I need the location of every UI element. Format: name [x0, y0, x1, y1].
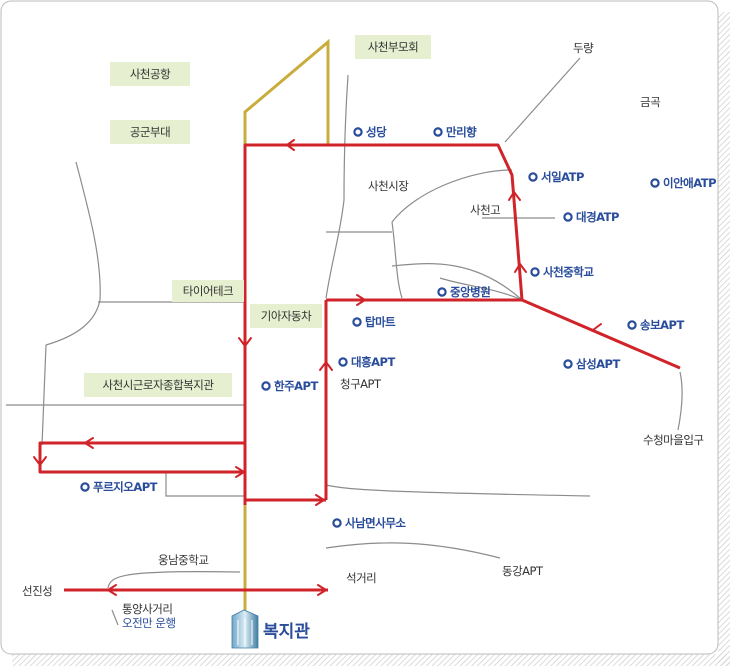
bus-route — [38, 143, 681, 592]
arrow-up-icon — [514, 263, 527, 273]
label-duryang: 두량 — [573, 41, 594, 55]
label-box-tire-tech: 타이어테크 — [172, 280, 244, 302]
label-ungnam-middle: 웅남중학교 — [158, 553, 208, 567]
svg-text:사천공항: 사천공항 — [130, 67, 171, 81]
bus-stop-icon — [528, 172, 538, 182]
arrow-down-icon — [238, 337, 252, 347]
building-icon — [231, 609, 259, 649]
label-suchung-entrance: 수청마을입구 — [643, 433, 703, 447]
bus-stop-icon — [627, 320, 637, 330]
stop-prugio-apt: 푸르지오APT — [80, 480, 158, 494]
stop-songbo-apt: 송보APT — [627, 318, 685, 332]
label-geumgok: 금곡 — [640, 95, 660, 109]
arrow-right-icon — [315, 494, 325, 506]
route-arrows — [33, 139, 603, 596]
label-box-welfare-center: 사천시근로자종합복지관 — [84, 373, 232, 397]
svg-text:중앙병원: 중앙병원 — [450, 285, 490, 299]
arrow-left-icon — [107, 584, 117, 596]
bus-stop-icon — [80, 482, 90, 492]
stop-sanam-office: 사남면사무소 — [332, 516, 407, 530]
bus-stop-icon — [563, 212, 573, 222]
arrow-left-icon — [84, 437, 94, 449]
yellow-road — [243, 38, 330, 145]
svg-text:송보APT: 송보APT — [640, 318, 684, 332]
destination: 복지관 — [231, 609, 310, 649]
bus-stop-icon — [650, 178, 660, 188]
svg-text:기아자동차: 기아자동차 — [261, 309, 312, 323]
stop-jungang-hospital: 중앙병원 — [437, 285, 491, 299]
label-cheonggu-apt: 청구APT — [340, 377, 382, 391]
label-seokgeori: 석거리 — [346, 571, 376, 585]
arrow-left-icon — [286, 139, 295, 151]
label-morning-note: 오전만 운행 — [122, 616, 176, 630]
svg-text:성당: 성당 — [366, 125, 387, 139]
arrow-right-icon — [235, 466, 245, 478]
stop-daegyeong-apt: 대경ATP — [563, 210, 620, 224]
svg-text:대경ATP: 대경ATP — [576, 210, 619, 224]
arrow-left-icon — [592, 323, 603, 336]
stop-sacheon-middle: 사천중학교 — [530, 265, 595, 279]
svg-text:삼성APT: 삼성APT — [576, 357, 620, 371]
label-seonjinseong: 선진성 — [22, 584, 52, 598]
bus-stop-icon — [332, 518, 342, 528]
svg-text:사천부모회: 사천부모회 — [368, 40, 418, 54]
stop-manrihyang: 만리향 — [433, 125, 478, 139]
bus-stop-icon — [563, 359, 573, 369]
bus-stop-icon — [437, 287, 447, 297]
bus-stop-icon — [261, 381, 271, 391]
arrow-up-icon — [508, 191, 521, 201]
stop-tap-mart: 탑마트 — [352, 315, 397, 329]
arrow-up-icon — [319, 361, 333, 371]
stop-hanju-apt: 한주APT — [261, 379, 319, 393]
svg-text:사남면사무소: 사남면사무소 — [345, 516, 406, 530]
svg-text:한주APT: 한주APT — [274, 379, 318, 393]
svg-text:사천시근로자종합복지관: 사천시근로자종합복지관 — [103, 378, 215, 392]
stop-samseong-apt: 삼성APT — [563, 357, 621, 371]
svg-text:푸르지오APT: 푸르지오APT — [93, 480, 158, 494]
arrow-down-icon — [33, 456, 47, 466]
label-tongyang-crossroad: 통양사거리 — [122, 602, 172, 616]
svg-text:탑마트: 탑마트 — [365, 315, 396, 329]
bus-stop-icon — [530, 267, 540, 277]
bus-stop-icon — [433, 127, 443, 137]
label-sacheon-market: 사천시장 — [368, 179, 409, 193]
svg-text:대흥APT: 대흥APT — [351, 355, 395, 369]
arrow-right-icon — [317, 584, 327, 596]
svg-text:사천중학교: 사천중학교 — [543, 265, 594, 279]
svg-text:이안애ATP: 이안애ATP — [663, 176, 716, 190]
stop-ianae-apt: 이안애ATP — [650, 176, 717, 190]
stop-daeheung-apt: 대흥APT — [338, 355, 396, 369]
bus-stop-icon — [338, 357, 348, 367]
label-box-sacheon-bumo: 사천부모회 — [355, 35, 431, 59]
svg-text:공군부대: 공군부대 — [130, 125, 170, 139]
svg-text:서일ATP: 서일ATP — [541, 170, 584, 184]
bus-stop-icon — [352, 317, 362, 327]
label-dongang-apt: 동강APT — [502, 564, 544, 578]
stop-seoil-apt: 서일ATP — [528, 170, 585, 184]
bus-stop-icon — [353, 127, 363, 137]
road-network — [6, 57, 683, 626]
label-box-airforce: 공군부대 — [110, 120, 190, 144]
label-sacheon-high: 사천고 — [470, 203, 500, 217]
stop-seongdang: 성당 — [353, 125, 388, 139]
label-box-kia-motors: 기아자동차 — [250, 304, 322, 328]
arrow-right-icon — [356, 294, 366, 306]
destination-label: 복지관 — [263, 622, 310, 642]
svg-text:타이어테크: 타이어테크 — [183, 284, 233, 298]
svg-text:만리향: 만리향 — [446, 125, 477, 139]
label-box-airport: 사천공항 — [110, 62, 190, 86]
